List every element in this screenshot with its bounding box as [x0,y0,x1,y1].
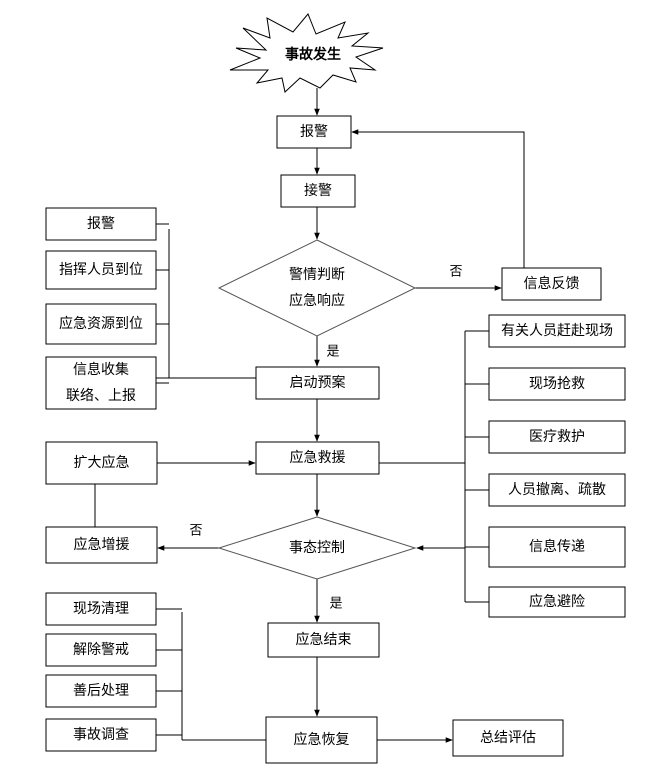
edge-label-yes-control: 是 [329,597,342,612]
recover-box[interactable] [265,716,378,764]
activate-plan-box[interactable] [255,366,380,400]
edge-label-yes-judge: 是 [326,345,339,360]
left-top-item-4-shape [45,356,157,410]
left-bottom-item-4[interactable] [45,718,157,752]
report-box-label: 报警 [300,124,328,140]
control-diamond-label: 事态控制 [289,540,345,556]
report-box[interactable] [276,115,352,149]
receive-box-label: 接警 [304,182,332,199]
right-item-6-shape [488,586,626,618]
left-top-item-4-label-line-1: 信息收集 [73,361,129,378]
activate-plan-box-label: 启动预案 [290,374,346,391]
left-bottom-item-4-shape [45,718,157,752]
expand-box[interactable] [45,441,158,485]
reinforce-box[interactable] [45,526,158,564]
left-top-item-3[interactable] [45,303,157,345]
recover-box-label: 应急恢复 [294,731,350,748]
end-box-shape [267,622,380,658]
expand-box-shape [45,441,158,485]
left-top-item-1[interactable] [45,207,157,241]
right-item-4-shape [488,473,626,507]
feedback-box-label: 信息反馈 [524,275,580,292]
receive-box[interactable] [280,174,356,208]
left-top-item-3-label: 应急资源到位 [59,315,143,332]
right-item-6[interactable] [488,586,626,618]
right-item-3-shape [488,420,626,454]
left-top-item-2-label: 指挥人员到位 [59,262,143,278]
right-item-4-label: 人员撤离、疏散 [508,481,606,498]
start-burst[interactable] [229,13,384,93]
left-top-item-3-shape [45,303,157,345]
right-item-1[interactable] [488,314,626,348]
right-item-6-label: 应急避险 [529,593,585,610]
left-bottom-item-1[interactable] [45,592,157,626]
rescue-box-label: 应急救援 [290,449,346,466]
evaluate-box-label: 总结评估 [480,730,536,746]
receive-box-shape [280,174,356,208]
feedback-to-report [351,129,525,268]
left-bottom-item-3[interactable] [45,674,157,708]
reinforce-box-shape [45,526,158,564]
nodes: 事故发生报警接警警情判断应急响应信息反馈启动预案应急救援事态控制应急增援扩大应急… [45,13,626,764]
evaluate-box[interactable] [452,719,564,757]
judge-diamond-label-line-2: 应急响应 [289,292,345,309]
left-top-item-2[interactable] [45,250,157,290]
edge-label-no-control: 否 [189,524,202,539]
right-item-2-shape [488,367,626,401]
right-item-3[interactable] [488,420,626,454]
left-top-item-4[interactable] [45,356,157,410]
left-bottom-item-2[interactable] [45,633,157,667]
left-top-item-4-label-line-2: 联络、上报 [66,388,136,404]
right-item-5-shape [488,526,626,568]
right-item-2[interactable] [488,367,626,401]
end-box[interactable] [267,622,380,658]
judge-diamond[interactable] [217,239,417,337]
edge-label-no-judge: 否 [449,265,462,280]
left-bottom-item-2-label: 解除警戒 [73,642,129,658]
connectors [94,88,525,743]
left-top-item-1-label: 报警 [87,216,115,232]
left-bottom-item-1-label: 现场清理 [73,601,129,617]
right-item-5-label: 信息传递 [529,538,585,555]
right-item-5[interactable] [488,526,626,568]
left-bottom-item-4-label: 事故调查 [73,727,129,743]
feedback-box[interactable] [501,267,602,301]
feedback-box-shape [501,267,602,301]
right-item-4[interactable] [488,473,626,507]
start-label: 事故发生 [285,46,341,63]
right-item-3-label: 医疗救护 [529,429,585,445]
left-bottom-item-2-shape [45,633,157,667]
control-diamond[interactable] [217,516,417,580]
right-item-1-label: 有关人员赶赴现场 [501,323,613,339]
expand-box-label: 扩大应急 [74,454,130,471]
report-box-shape [276,115,352,149]
left-bottom-item-1-shape [45,592,157,626]
left-top-item-1-shape [45,207,157,241]
right-item-2-label: 现场抢救 [529,375,585,392]
end-box-label: 应急结束 [296,631,352,648]
evaluate-box-shape [452,719,564,757]
left-top-item-2-shape [45,250,157,290]
rescue-box[interactable] [255,441,380,475]
judge-diamond-label-line-1: 警情判断 [289,267,345,283]
left-bottom-item-3-label: 善后处理 [73,683,129,699]
rescue-box-shape [255,441,380,475]
reinforce-box-label: 应急增援 [74,536,130,553]
left-bottom-item-3-shape [45,674,157,708]
right-item-1-shape [488,314,626,348]
activate-plan-box-shape [255,366,380,400]
recover-box-shape [265,716,378,764]
